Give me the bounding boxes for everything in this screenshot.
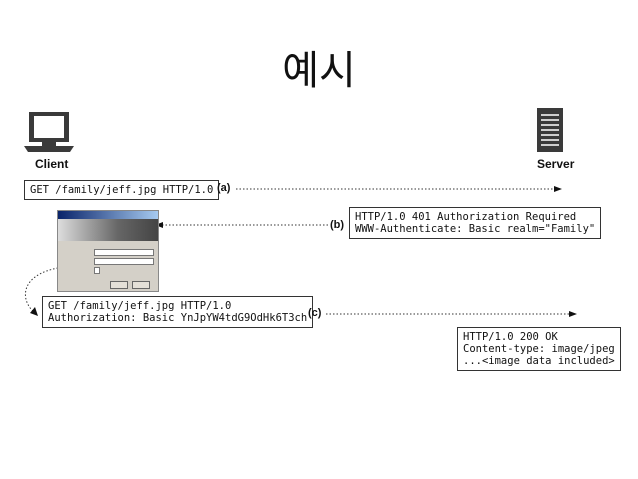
- dialog-password-field: [94, 258, 154, 265]
- step-a-tag: (a): [217, 182, 231, 194]
- server-label: Server: [537, 157, 575, 171]
- slide-title: 예시: [282, 48, 356, 94]
- response-b-box: HTTP/1.0 401 Authorization Required WWW-…: [349, 207, 602, 239]
- response-d-box: HTTP/1.0 200 OK Content-type: image/jpeg…: [457, 327, 621, 371]
- dialog-username-field: [94, 249, 154, 256]
- client-label: Client: [35, 157, 69, 171]
- step-b-tag: (b): [330, 219, 345, 231]
- dialog-banner: [58, 219, 158, 241]
- dialog-to-request-connector: [24, 267, 59, 313]
- arrow-a-head: [554, 186, 562, 192]
- step-c-tag: (c): [308, 307, 322, 319]
- login-dialog-thumbnail: [57, 210, 159, 292]
- dialog-titlebar: [58, 211, 158, 219]
- connector-head: [30, 307, 38, 316]
- request-c-box: GET /family/jeff.jpg HTTP/1.0 Authorizat…: [42, 296, 314, 328]
- arrow-b-head: [155, 222, 163, 228]
- request-a-box: GET /family/jeff.jpg HTTP/1.0: [24, 180, 220, 200]
- arrow-c-head: [569, 311, 577, 317]
- dialog-remember-checkbox: [94, 267, 100, 274]
- dialog-cancel-button: [132, 281, 150, 289]
- dialog-ok-button: [110, 281, 128, 289]
